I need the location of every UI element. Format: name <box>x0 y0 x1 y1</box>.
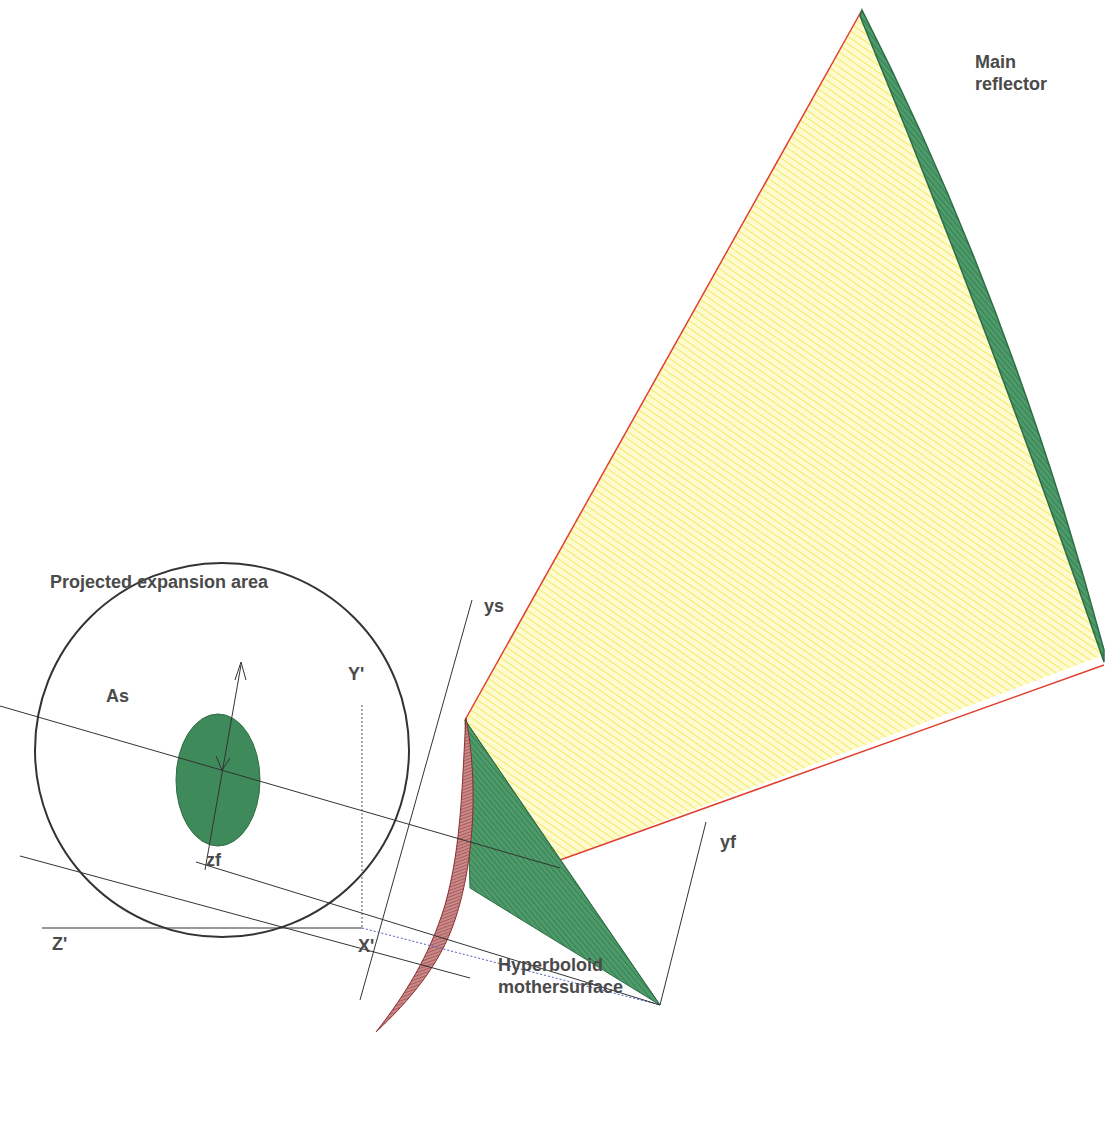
z-prime-axis <box>42 928 362 929</box>
projection-line <box>20 856 470 978</box>
part-label: Main reflector <box>975 52 1085 95</box>
ray-fan <box>465 10 1104 860</box>
hyperboloid-surface <box>376 718 473 1032</box>
aperture-axis <box>205 665 241 870</box>
x-prime-line <box>362 928 660 1005</box>
ray-edge <box>560 665 1104 860</box>
part-label: Projected expansion area <box>50 572 290 594</box>
y-prime-axis <box>362 705 363 928</box>
part-label: Hyperboloid mothersurface <box>498 955 628 998</box>
part-label: yf <box>720 832 760 854</box>
projected-aperture <box>176 714 260 846</box>
arrow-head <box>235 662 246 680</box>
part-label: As <box>106 686 146 708</box>
ys-axis <box>360 600 472 1000</box>
yf-axis <box>660 822 706 1005</box>
part-label: Z' <box>52 934 92 956</box>
expansion-circle <box>35 563 409 937</box>
part-label: X' <box>358 936 398 958</box>
projection-line <box>0 706 560 868</box>
part-label: Y' <box>348 664 378 686</box>
zf-axis <box>196 862 660 1005</box>
part-label: zf <box>206 850 246 872</box>
part-label: ys <box>484 596 524 618</box>
main-reflector <box>860 10 1104 662</box>
ray-edge <box>465 10 862 720</box>
arrow-head <box>216 756 230 770</box>
